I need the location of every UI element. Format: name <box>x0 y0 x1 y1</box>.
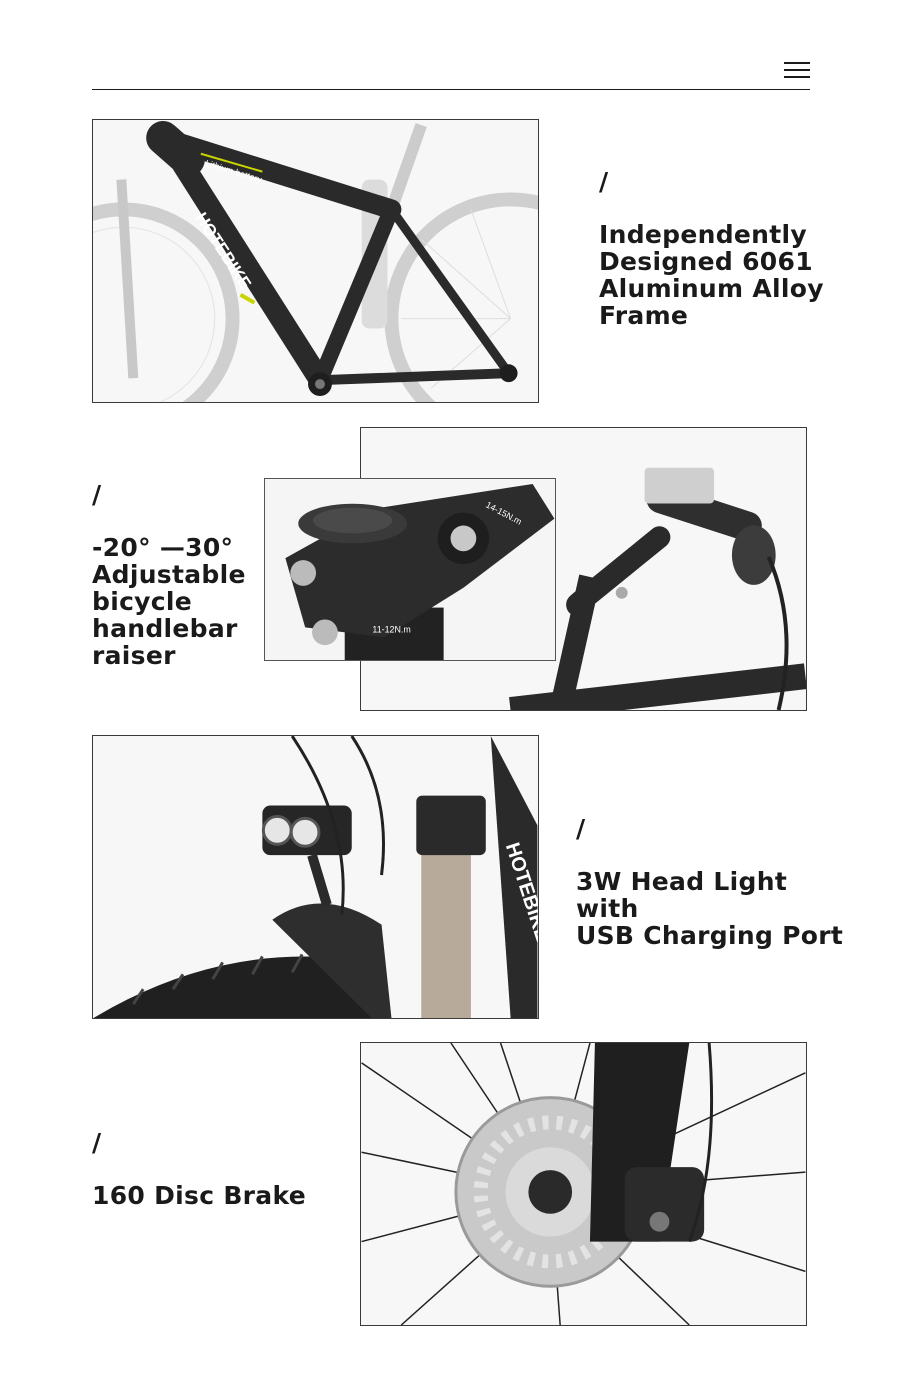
stem-closeup-illustration: 14-15N.m 11-12N.m <box>265 479 555 660</box>
feature-slash: / <box>92 480 102 509</box>
hamburger-menu-icon[interactable] <box>784 61 810 79</box>
feature-title-line: Independently <box>599 220 807 249</box>
disc-brake-photo <box>360 1042 807 1326</box>
disc-brake-illustration <box>361 1043 806 1325</box>
frame-photo: Lithium battery HOTEBIKE <box>92 119 539 403</box>
header-divider <box>92 89 810 90</box>
torque-label-lower: 11-12N.m <box>372 624 410 634</box>
feature-handlebar: / -20° —30° Adjustable bicycle handlebar… <box>92 481 246 669</box>
feature-disc-brake: / 160 Disc Brake <box>92 1129 306 1209</box>
feature-title-line: Adjustable <box>92 560 246 589</box>
feature-slash: / <box>92 1128 102 1157</box>
feature-title-line: Designed 6061 <box>599 247 813 276</box>
feature-title-line: Aluminum Alloy <box>599 274 824 303</box>
feature-title-line: USB Charging Port <box>576 921 844 950</box>
feature-headlight: / 3W Head Light with USB Charging Port <box>576 815 843 949</box>
stem-closeup-photo: 14-15N.m 11-12N.m <box>264 478 556 661</box>
feature-title-line: Frame <box>599 301 689 330</box>
feature-slash: / <box>576 814 586 843</box>
feature-title-line: bicycle <box>92 587 193 616</box>
headlight-illustration: HOTEBIKE <box>93 736 538 1018</box>
feature-title-line: raiser <box>92 641 176 670</box>
feature-frame: / Independently Designed 6061 Aluminum A… <box>599 168 824 329</box>
feature-slash: / <box>599 167 609 196</box>
feature-title-line: 3W Head Light <box>576 867 788 896</box>
feature-title-line: -20° —30° <box>92 533 234 562</box>
feature-title-line: with <box>576 894 639 923</box>
feature-title-line: 160 Disc Brake <box>92 1181 306 1210</box>
feature-title-line: handlebar <box>92 614 238 643</box>
headlight-photo: HOTEBIKE <box>92 735 539 1019</box>
bike-frame-illustration: Lithium battery HOTEBIKE <box>93 120 538 402</box>
